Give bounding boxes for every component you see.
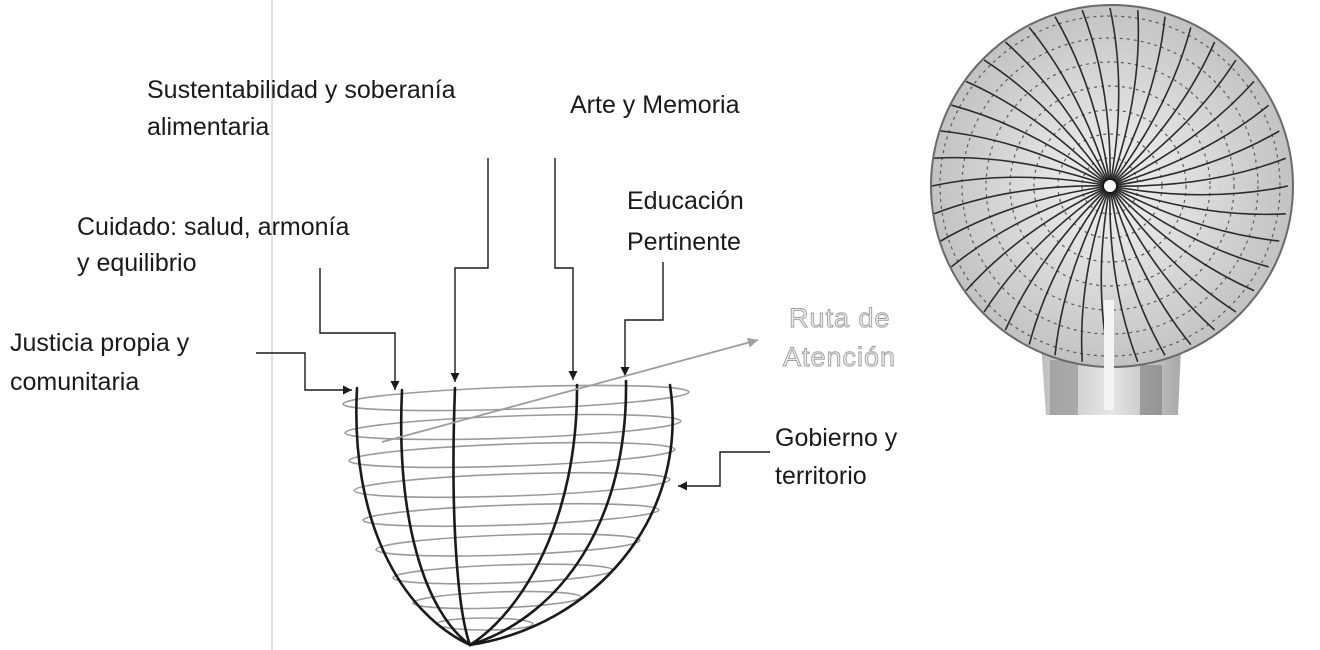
photo-spoke [1109,27,1192,187]
photo-spoke [1109,185,1269,268]
photo-spoke [933,185,1111,215]
label-gobierno-line1: Gobierno y [775,424,898,452]
basket-rib [452,386,472,647]
label-justicia-line1: Justicia propia y [10,329,190,357]
weave-ring [344,413,682,441]
basket-weave [342,384,690,631]
photo-spoke [1109,185,1216,331]
photo-spoke [1109,185,1286,216]
connector-sustentabilidad [450,158,489,382]
photo-spoke [1109,157,1287,187]
label-justicia-line2: comunitaria [10,368,139,396]
weave-ring [412,590,582,610]
photo-hand-shadow [1050,360,1078,415]
photo-spoke [1109,185,1289,196]
photo-spoke [1109,10,1140,187]
photo-spoke [1028,185,1111,345]
photo-weave-ring [1033,109,1187,263]
photo-spoke [1109,104,1270,187]
connector-gobierno [678,451,770,491]
photo-spoke [1054,16,1111,187]
basket-ribs [355,379,674,647]
photo-weave-ring [1057,133,1163,239]
photo-hand-shadow [1140,365,1162,415]
label-gobierno-line2: territorio [775,462,867,490]
photo-spoke [1109,80,1255,187]
ruta-arrow [381,337,759,443]
photo-spoke [1004,41,1111,187]
weave-ring [375,533,641,557]
photo-spoke [1109,185,1255,292]
photo-spoke [1054,185,1111,356]
label-sustentabilidad-line2: alimentaria [147,113,269,141]
photo-spoke [934,156,1111,187]
weave-ring [342,384,690,412]
photo-spoke [1080,185,1111,362]
photo-spoke [965,185,1111,292]
basket-rib [468,383,579,647]
photo-highlight [1104,300,1114,410]
label-ruta-line2: Atención [783,342,896,372]
photo-rings [939,15,1281,357]
weave-ring [348,441,676,469]
connector-justicia [256,352,352,395]
photo-spoke [1109,130,1280,187]
photo-center [1102,178,1118,194]
photo-spoke [1109,185,1237,313]
connector-cuidado [319,268,400,390]
basket-photo [930,4,1294,415]
label-arte: Arte y Memoria [570,91,740,119]
label-cuidado-line2: y equilibrio [77,249,197,277]
label-educacion-line1: Educación [627,187,744,215]
photo-spoke [1109,7,1120,187]
photo-spoke [1109,185,1192,346]
photo-spoke [1109,185,1166,356]
photo-spoke [1004,185,1111,331]
basket-rib [468,379,628,647]
basket-rib [355,386,472,647]
photo-spoke [950,185,1111,268]
label-educacion-line2: Pertinente [627,228,741,256]
photo-spoke [940,185,1111,242]
photo-spoke [965,80,1111,187]
photo-spoke [983,59,1111,187]
photo-spoke [1028,26,1111,187]
photo-spoke [1109,185,1280,242]
connector-educacion [620,262,664,376]
photo-spoke [1109,16,1166,187]
photo-weave-ring [1009,85,1211,287]
photo-weave-ring [985,61,1235,311]
connector-arte [554,158,578,380]
label-cuidado-line1: Cuidado: salud, armonía [77,213,349,241]
photo-spoke [983,185,1111,313]
photo-spokes [931,7,1289,365]
photo-spoke [951,104,1111,187]
basket-rib [468,383,674,647]
photo-spoke [940,130,1111,187]
label-sustentabilidad-line1: Sustentabilidad y soberanía [147,76,456,104]
photo-spoke [1109,185,1139,363]
basket-rib [400,388,472,647]
photo-spoke [1109,59,1237,187]
weave-ring [362,502,660,528]
photo-spoke [1081,9,1111,187]
photo-spoke [931,176,1111,187]
weave-ring [353,471,671,499]
photo-spoke [1109,41,1216,187]
label-ruta-line1: Ruta de [789,303,891,333]
